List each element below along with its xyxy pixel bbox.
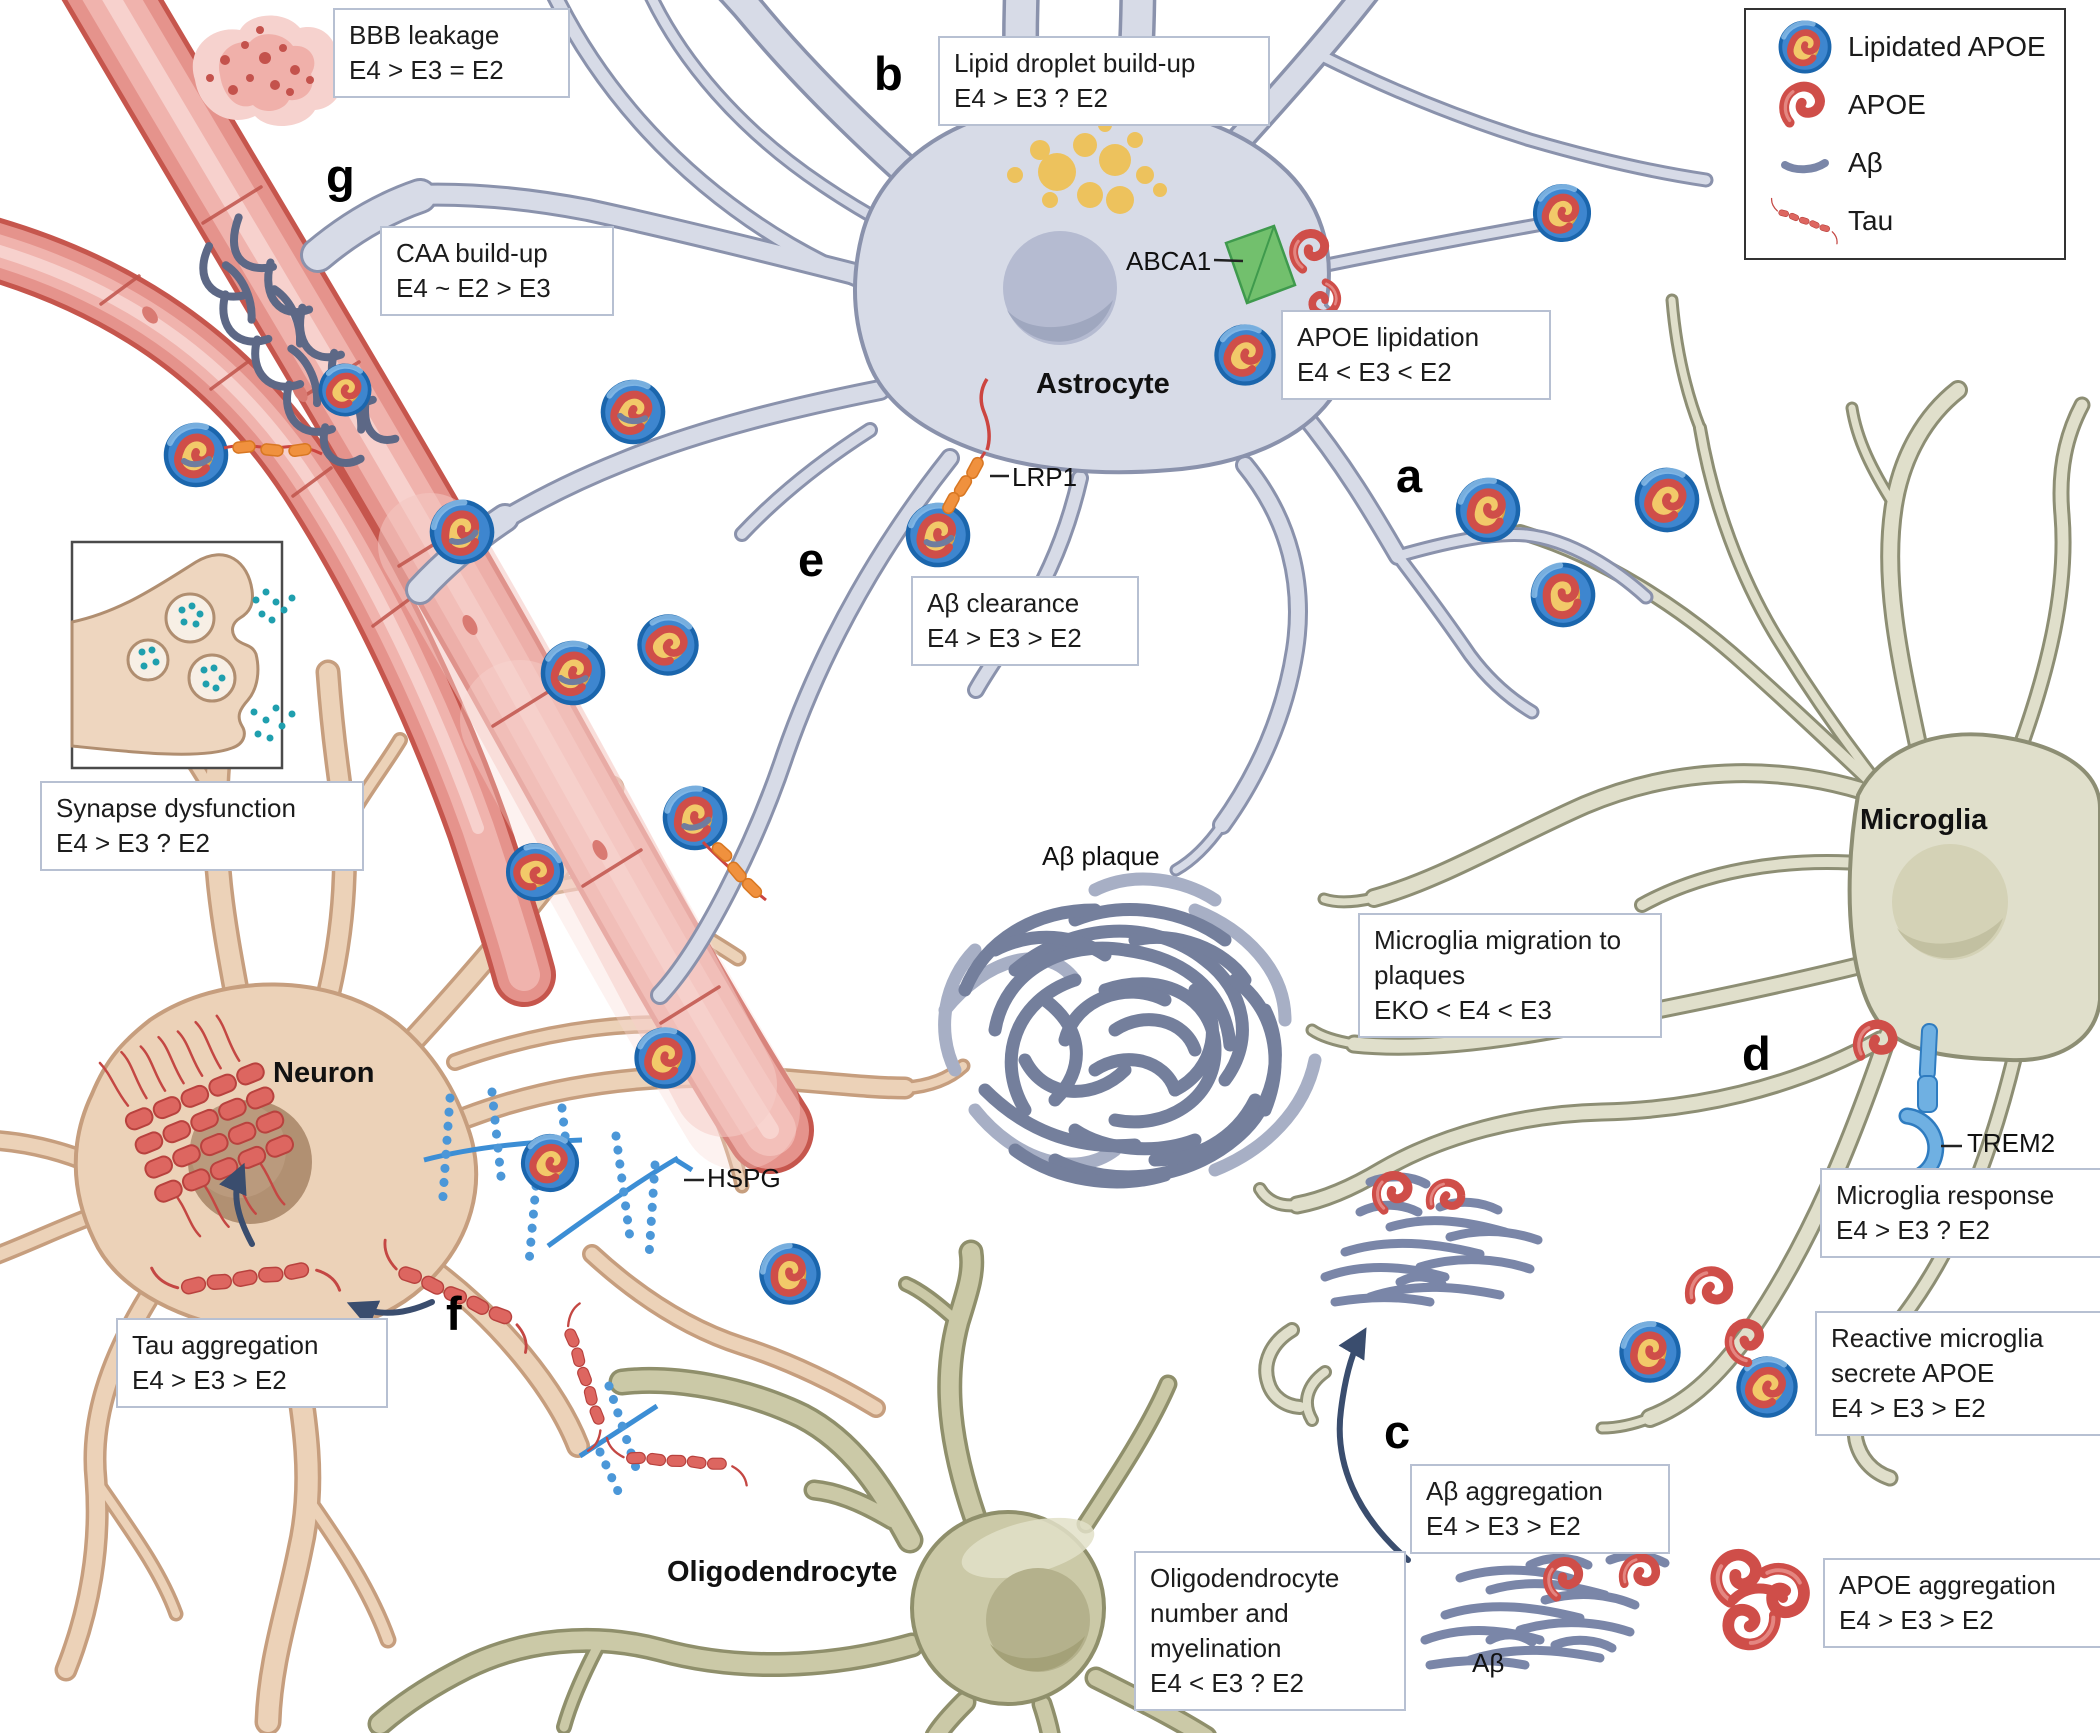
lrp1-label: LRP1	[1012, 462, 1078, 492]
tau-tangle	[98, 1014, 546, 1354]
panel-letter-b: b	[874, 47, 903, 100]
astrocyte-label: Astrocyte	[1036, 368, 1170, 400]
annotation-comparison: E4 < E3 < E2	[1297, 357, 1452, 388]
annotation-comparison: E4 > E3 > E2	[132, 1365, 287, 1396]
label-leader-lines	[684, 258, 1962, 1182]
panel-letter-d: d	[1742, 1027, 1771, 1080]
oligodendrocyte-nucleus	[986, 1568, 1090, 1672]
synapse-inset	[70, 540, 296, 770]
lipid-droplets	[1007, 118, 1167, 214]
annotation-comparison: E4 > E3 > E2	[1839, 1605, 1994, 1636]
annotation-title: Oligodendrocyte number and myelination	[1150, 1563, 1340, 1664]
lipidated-apoe-icon	[1762, 20, 1848, 74]
annotation-box-microglia-migration: Microglia migration to plaques EKO < E4 …	[1358, 913, 1662, 1039]
tau-worm	[603, 1436, 751, 1487]
annotation-title: Lipid droplet build-up	[954, 48, 1196, 78]
blood-vessels	[0, 0, 814, 1174]
oligodendrocyte-cell	[367, 1239, 1217, 1733]
tau-cycle-arrow-left	[346, 1299, 435, 1329]
hspg-label: HSPG	[707, 1163, 781, 1193]
annotation-box-apoe-lipidation: APOE lipidation E4 < E3 < E2	[1281, 310, 1551, 401]
neuron-label: Neuron	[273, 1057, 375, 1089]
annotation-comparison: E4 < E3 ? E2	[1150, 1668, 1304, 1699]
annotation-box-oligo-myelination: Oligodendrocyte number and myelination E…	[1134, 1551, 1406, 1712]
annotation-comparison: E4 > E3 > E2	[927, 623, 1082, 654]
legend-item-lipidated-apoe: Lipidated APOE	[1762, 18, 2054, 76]
annotation-box-caa: CAA build-up E4 ~ E2 > E3	[380, 226, 614, 317]
annotation-box-abeta-clearance: Aβ clearance E4 > E3 > E2	[911, 576, 1139, 667]
secreted-apoe	[1686, 1265, 1734, 1313]
annotation-box-tau-aggregation: Tau aggregation E4 > E3 > E2	[116, 1318, 388, 1409]
trem2-label: TREM2	[1967, 1128, 2056, 1158]
abeta-plaque-label: Aβ plaque	[1042, 841, 1160, 871]
legend-item-abeta: Aβ	[1762, 134, 2054, 192]
legend-item-tau: Tau	[1762, 192, 2054, 250]
abeta-label: Aβ	[1472, 1648, 1505, 1678]
annotation-box-bbb-leakage: BBB leakage E4 > E3 = E2	[333, 8, 570, 99]
panel-letter-g: g	[326, 149, 355, 202]
abeta-icon	[1762, 150, 1848, 176]
annotation-comparison: E4 > E3 ? E2	[1836, 1215, 1990, 1246]
legend-label: Tau	[1848, 205, 1894, 236]
legend-label: APOE	[1848, 89, 1926, 120]
annotation-box-reactive-microglia: Reactive microglia secrete APOE E4 > E3 …	[1815, 1311, 2100, 1437]
annotation-title: Microglia response	[1836, 1180, 2055, 1210]
panel-letter-c: c	[1384, 1405, 1411, 1458]
legend-label: Aβ	[1848, 147, 1883, 178]
apoe-aggregate	[1709, 1550, 1807, 1654]
annotation-box-abeta-aggregation: Aβ aggregation E4 > E3 > E2	[1410, 1464, 1670, 1555]
annotation-title: APOE lipidation	[1297, 322, 1480, 352]
legend-item-apoe: APOE	[1762, 76, 2054, 134]
annotation-comparison: E4 > E3 ? E2	[56, 828, 210, 859]
annotation-comparison: E4 > E3 > E2	[1831, 1393, 1986, 1424]
tau-icon	[1762, 195, 1848, 247]
annotation-title: BBB leakage	[349, 20, 500, 50]
panel-letter-a: a	[1396, 449, 1423, 502]
panel-letter-e: e	[798, 533, 825, 586]
bbb-leakage-blob	[192, 15, 342, 127]
abca1-transporter	[1224, 224, 1343, 318]
annotation-title: Aβ aggregation	[1426, 1476, 1603, 1506]
annotation-comparison: E4 ~ E2 > E3	[396, 273, 551, 304]
panel-letter-f: f	[446, 1287, 462, 1340]
legend-box: Lipidated APOE APOE Aβ Tau	[1744, 8, 2066, 260]
receptor-chains	[223, 439, 767, 902]
vessel-wall-nuclei	[142, 306, 608, 860]
apoe-icon	[1762, 80, 1848, 130]
oligodendrocyte-label: Oligodendrocyte	[667, 1556, 898, 1588]
apoe-on-fibrils	[1426, 1177, 1465, 1216]
annotation-box-synapse-dysfunction: Synapse dysfunction E4 > E3 ? E2	[40, 781, 364, 872]
annotation-box-apoe-aggregation: APOE aggregation E4 > E3 > E2	[1823, 1558, 2100, 1649]
annotation-title: APOE aggregation	[1839, 1570, 2056, 1600]
annotation-title: Aβ clearance	[927, 588, 1080, 618]
annotation-title: Synapse dysfunction	[56, 793, 296, 823]
annotation-title: Microglia migration to plaques	[1374, 925, 1622, 991]
annotation-box-lipid-droplet: Lipid droplet build-up E4 > E3 ? E2	[938, 36, 1270, 127]
legend-label: Lipidated APOE	[1848, 31, 2046, 62]
lrp1-receptor	[940, 378, 991, 517]
abeta-plaque	[938, 872, 1322, 1189]
neurotransmitter-dots	[138, 588, 296, 742]
microglia-label: Microglia	[1860, 804, 1988, 836]
annotation-box-microglia-response: Microglia response E4 > E3 ? E2	[1820, 1168, 2100, 1259]
annotation-comparison: EKO < E4 < E3	[1374, 995, 1552, 1026]
astrocyte-cell	[300, 0, 1714, 1005]
aggregation-arrow	[1336, 1327, 1411, 1563]
annotation-title: CAA build-up	[396, 238, 548, 268]
tau-cycle-arrow-up	[218, 1162, 255, 1247]
annotation-title: Reactive microglia secrete APOE	[1831, 1323, 2044, 1389]
annotation-comparison: E4 > E3 > E2	[1426, 1511, 1581, 1542]
microglia-nucleus	[1892, 844, 2008, 960]
astrocyte-nucleus	[1003, 231, 1117, 345]
annotation-title: Tau aggregation	[132, 1330, 319, 1360]
annotation-comparison: E4 > E3 ? E2	[954, 83, 1108, 114]
annotation-comparison: E4 > E3 = E2	[349, 55, 504, 86]
microglia-cell	[1253, 293, 2100, 1487]
abeta-fibril-pile-upper	[1320, 1172, 1543, 1307]
abca1-label: ABCA1	[1126, 246, 1212, 276]
